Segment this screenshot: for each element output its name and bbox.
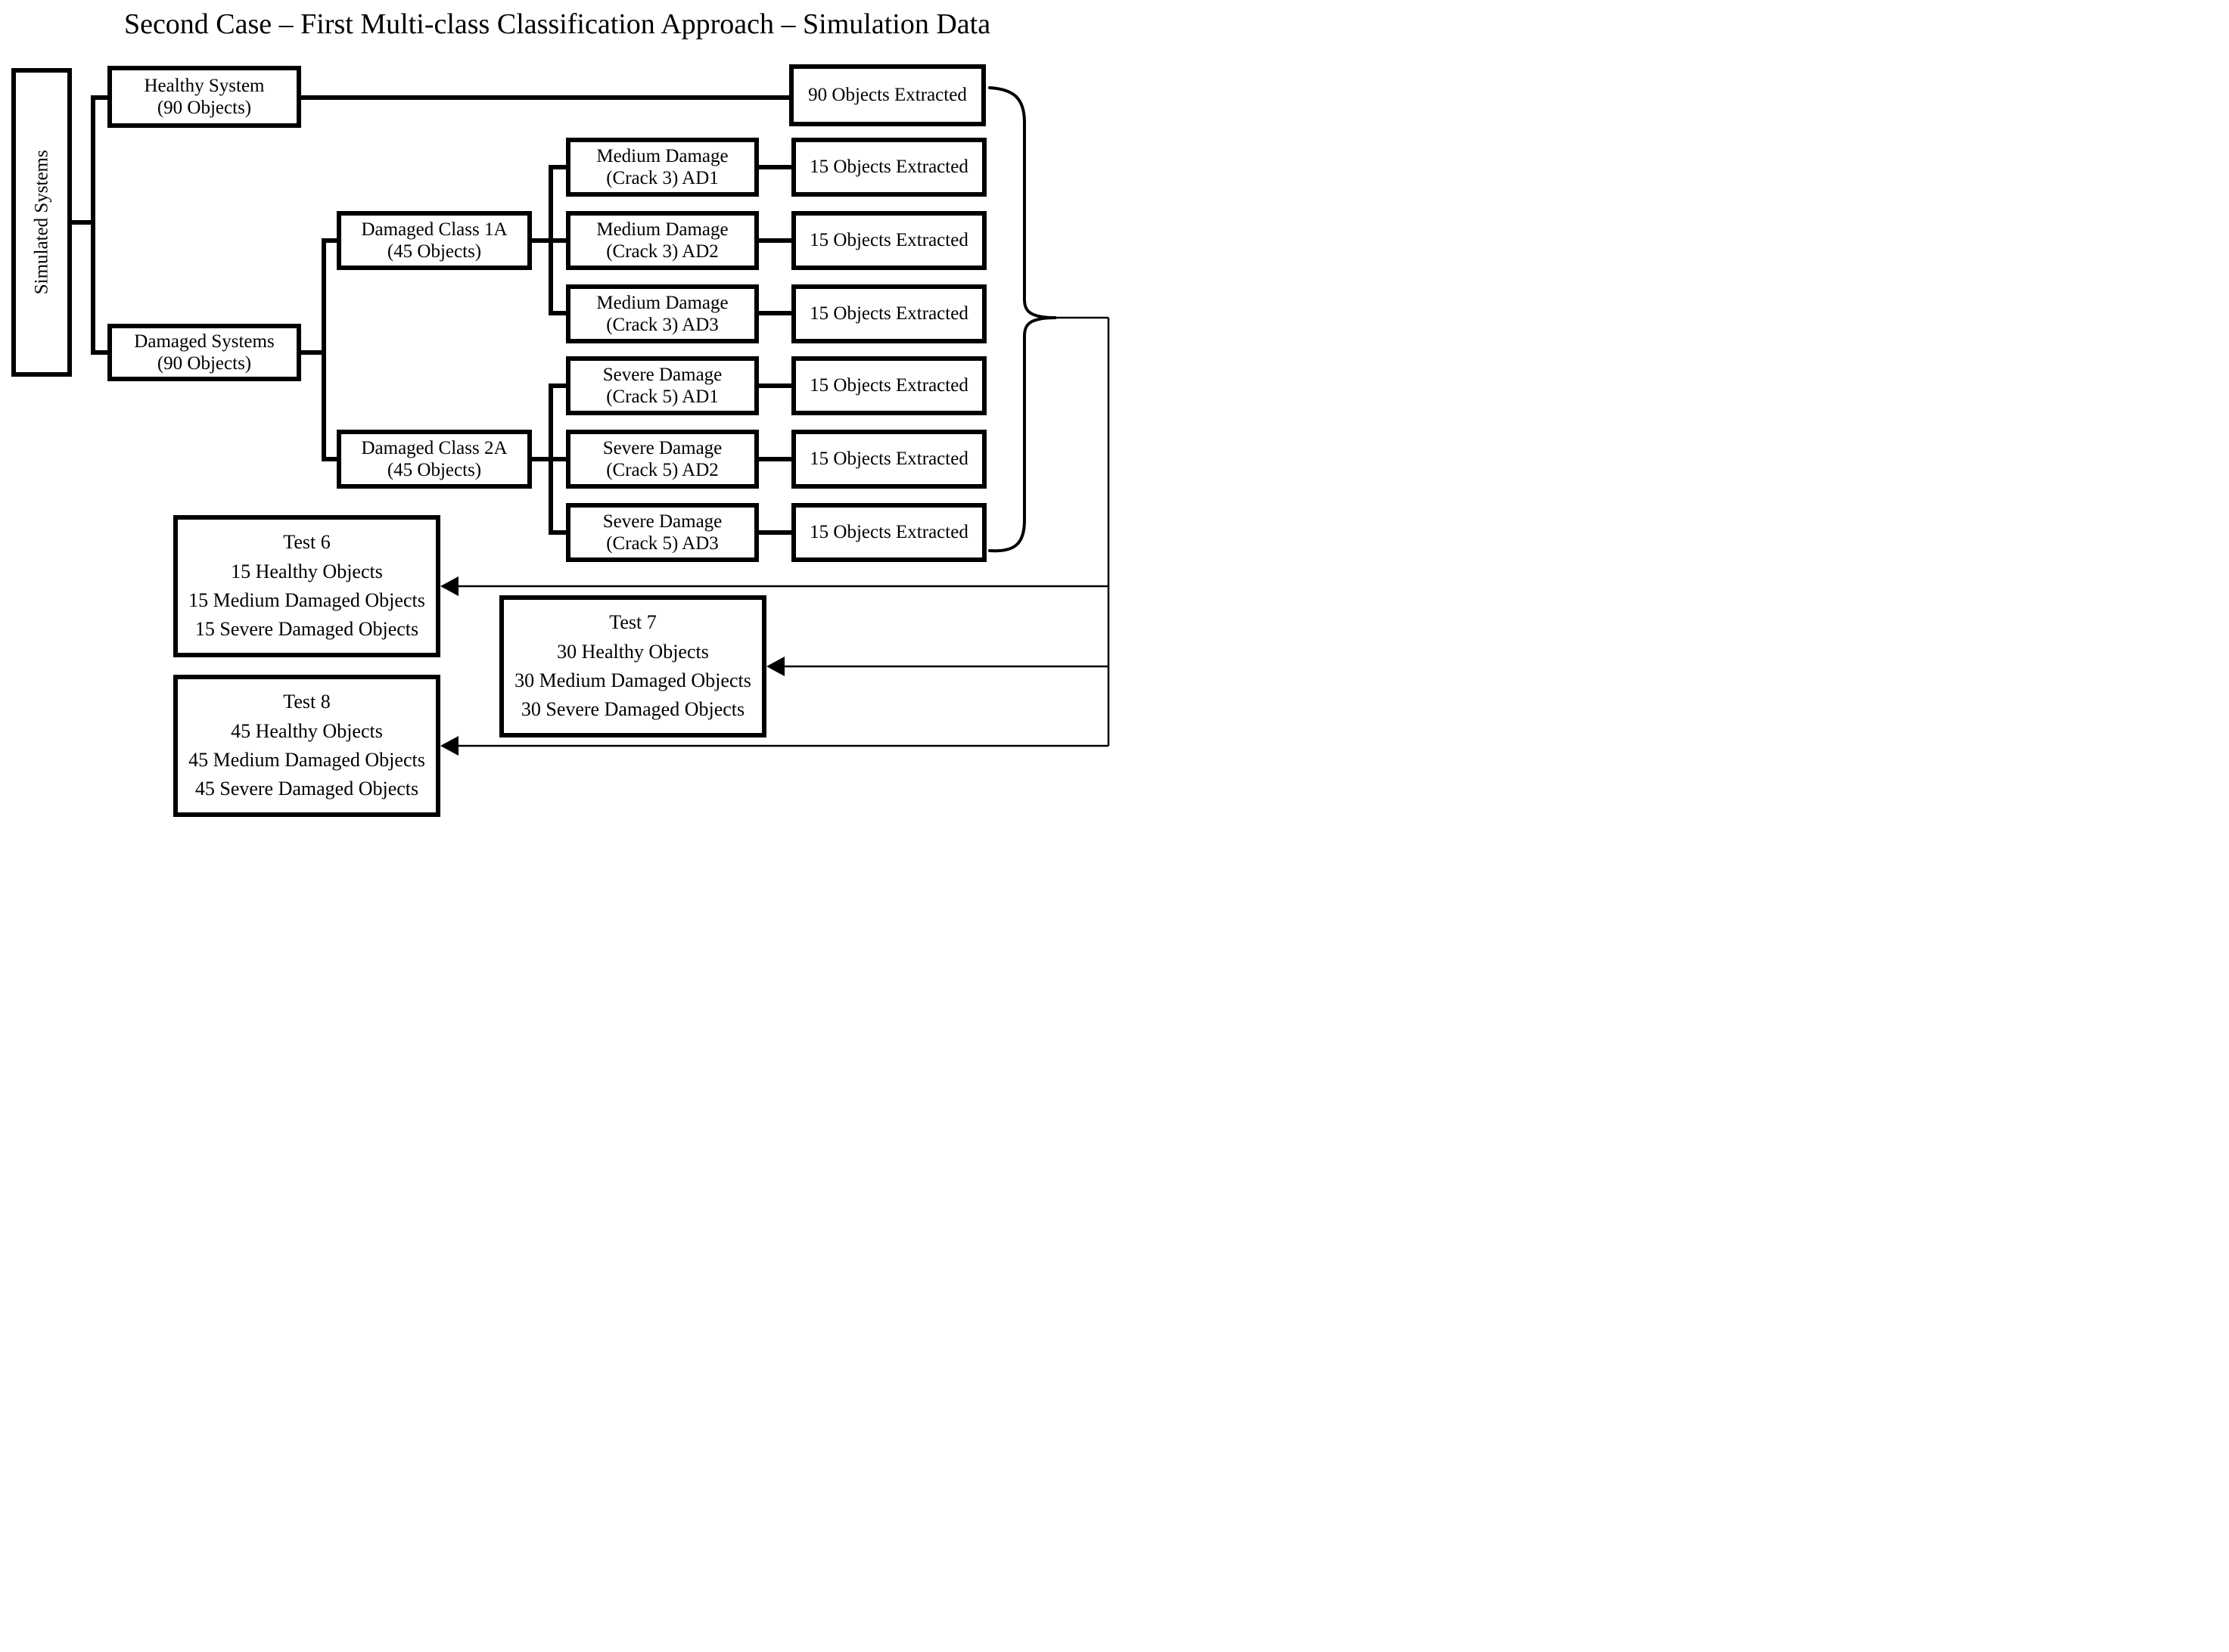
damaged-class-1a-line1: Damaged Class 1A [361, 219, 508, 240]
test-6-line3: 15 Severe Damaged Objects [194, 617, 419, 640]
test-8-line1: 45 Healthy Objects [231, 719, 383, 742]
extracted-15-box-3: 15 Objects Extracted [791, 284, 987, 343]
damaged-systems-line2: (90 Objects) [157, 353, 252, 374]
damaged-class-1a-box: Damaged Class 1A (45 Objects) [337, 211, 532, 270]
medium-damage-ad3-line2: (Crack 3) AD3 [606, 315, 719, 335]
severe-damage-ad2-line1: Severe Damage [602, 437, 723, 458]
test-7-title: Test 7 [609, 611, 657, 634]
test-6-line2: 15 Medium Damaged Objects [188, 588, 425, 611]
test-8-line3: 45 Severe Damaged Objects [194, 777, 419, 800]
medium-damage-ad2-line2: (Crack 3) AD2 [606, 241, 719, 262]
healthy-system-line2: (90 Objects) [157, 98, 252, 118]
simulated-systems-box: Simulated Systems [11, 68, 72, 377]
severe-damage-ad3-line1: Severe Damage [602, 511, 723, 532]
arrowhead-test-7 [766, 657, 785, 676]
damaged-class-2a-line1: Damaged Class 2A [361, 437, 508, 458]
extracted-90-box: 90 Objects Extracted [789, 64, 986, 126]
damaged-systems-line1: Damaged Systems [134, 331, 275, 352]
routing-lines [454, 316, 1110, 747]
medium-damage-ad2-box: Medium Damage (Crack 3) AD2 [566, 211, 759, 270]
test-8-box: Test 8 45 Healthy Objects 45 Medium Dama… [173, 675, 440, 817]
medium-damage-ad3-line1: Medium Damage [596, 292, 729, 313]
arrowhead-test-6 [440, 576, 459, 596]
severe-damage-ad3-line2: (Crack 5) AD3 [606, 533, 719, 554]
extracted-90-label: 90 Objects Extracted [808, 85, 967, 106]
extracted-15-box-1: 15 Objects Extracted [791, 138, 987, 197]
severe-damage-ad1-line2: (Crack 5) AD1 [606, 387, 719, 407]
test-6-line1: 15 Healthy Objects [231, 560, 383, 582]
collect-brace [988, 86, 1057, 553]
test-8-line2: 45 Medium Damaged Objects [188, 748, 425, 771]
healthy-system-line1: Healthy System [144, 75, 265, 96]
medium-damage-ad3-box: Medium Damage (Crack 3) AD3 [566, 284, 759, 343]
damaged-class-2a-line2: (45 Objects) [387, 460, 482, 480]
severe-damage-ad2-box: Severe Damage (Crack 5) AD2 [566, 430, 759, 489]
test-7-line3: 30 Severe Damaged Objects [521, 697, 745, 720]
medium-damage-ad1-line1: Medium Damage [596, 145, 729, 166]
test-7-box: Test 7 30 Healthy Objects 30 Medium Dama… [499, 595, 766, 738]
damaged-systems-box: Damaged Systems (90 Objects) [107, 324, 301, 381]
extracted-15-label-5: 15 Objects Extracted [810, 449, 968, 470]
test-7-line2: 30 Medium Damaged Objects [515, 669, 751, 691]
extracted-15-label-4: 15 Objects Extracted [810, 375, 968, 396]
diagram-title: Second Case – First Multi-class Classifi… [123, 8, 991, 40]
test-6-title: Test 6 [283, 531, 331, 554]
test-7-line1: 30 Healthy Objects [557, 640, 709, 663]
extracted-15-label-3: 15 Objects Extracted [810, 303, 968, 324]
extracted-15-box-6: 15 Objects Extracted [791, 503, 987, 562]
damaged-class-2a-box: Damaged Class 2A (45 Objects) [337, 430, 532, 489]
severe-damage-ad3-box: Severe Damage (Crack 5) AD3 [566, 503, 759, 562]
connector-lines [70, 86, 1110, 756]
severe-damage-ad2-line2: (Crack 5) AD2 [606, 460, 719, 480]
extracted-15-box-2: 15 Objects Extracted [791, 211, 987, 270]
arrowhead-test-8 [440, 736, 459, 756]
tree-connectors [70, 95, 794, 535]
extracted-15-box-5: 15 Objects Extracted [791, 430, 987, 489]
simulated-systems-label: Simulated Systems [31, 150, 52, 295]
extracted-15-box-4: 15 Objects Extracted [791, 356, 987, 415]
severe-damage-ad1-line1: Severe Damage [602, 364, 723, 385]
medium-damage-ad2-line1: Medium Damage [596, 219, 729, 240]
healthy-system-box: Healthy System (90 Objects) [107, 66, 301, 128]
extracted-15-label-6: 15 Objects Extracted [810, 522, 968, 543]
damaged-class-1a-line2: (45 Objects) [387, 241, 482, 262]
medium-damage-ad1-line2: (Crack 3) AD1 [606, 168, 719, 188]
extracted-15-label-1: 15 Objects Extracted [810, 157, 968, 178]
test-6-box: Test 6 15 Healthy Objects 15 Medium Dama… [173, 515, 440, 657]
severe-damage-ad1-box: Severe Damage (Crack 5) AD1 [566, 356, 759, 415]
diagram-canvas: Second Case – First Multi-class Classifi… [0, 0, 1114, 826]
extracted-15-label-2: 15 Objects Extracted [810, 230, 968, 251]
medium-damage-ad1-box: Medium Damage (Crack 3) AD1 [566, 138, 759, 197]
test-8-title: Test 8 [283, 691, 331, 713]
